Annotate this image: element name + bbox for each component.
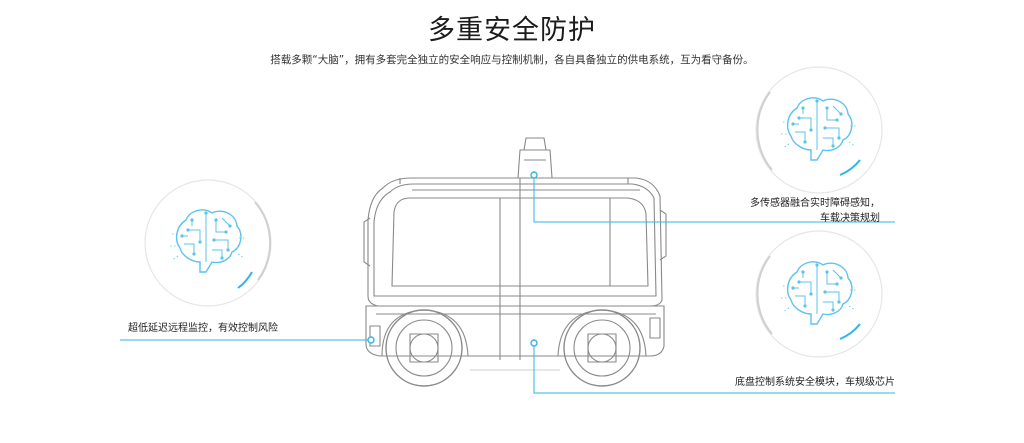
callout-lines	[120, 175, 895, 394]
brain-circuit-icon	[780, 97, 858, 161]
page-subtitle: 搭载多颗“大脑”，拥有多套完全独立的安全响应与控制机制，各自具备独立的供电系统，…	[270, 54, 754, 66]
callout-dot-right-bottom	[530, 339, 538, 347]
callout-text-right-top: 多传感器融合实时障碍感知， 车载决策规划	[730, 196, 880, 226]
brain-circuit-icon	[169, 209, 247, 273]
brain-badge-right-top	[755, 66, 883, 194]
callout-text-left: 超低延迟远程监控，有效控制风险	[128, 321, 278, 336]
brain-circuit-icon	[780, 261, 858, 325]
callout-dot-right-top	[530, 171, 538, 179]
callout-right-top-line1: 多传感器融合实时障碍感知，	[750, 198, 880, 209]
brain-badge-right-bottom	[755, 230, 883, 358]
callout-line-right-top	[533, 175, 895, 223]
callout-right-top-line2: 车载决策规划	[820, 213, 880, 224]
delivery-robot-illustration	[363, 137, 667, 387]
callout-left-line1: 超低延迟远程监控，有效控制风险	[128, 323, 278, 334]
brain-badge-left	[144, 179, 272, 307]
page-title: 多重安全防护	[428, 15, 596, 46]
callout-text-right-bottom: 底盘控制系统安全模块，车规级芯片	[680, 375, 895, 390]
callout-line-right-bottom	[533, 343, 895, 394]
callout-dot-left	[367, 336, 375, 344]
callout-right-bottom-line1: 底盘控制系统安全模块，车规级芯片	[735, 377, 895, 388]
